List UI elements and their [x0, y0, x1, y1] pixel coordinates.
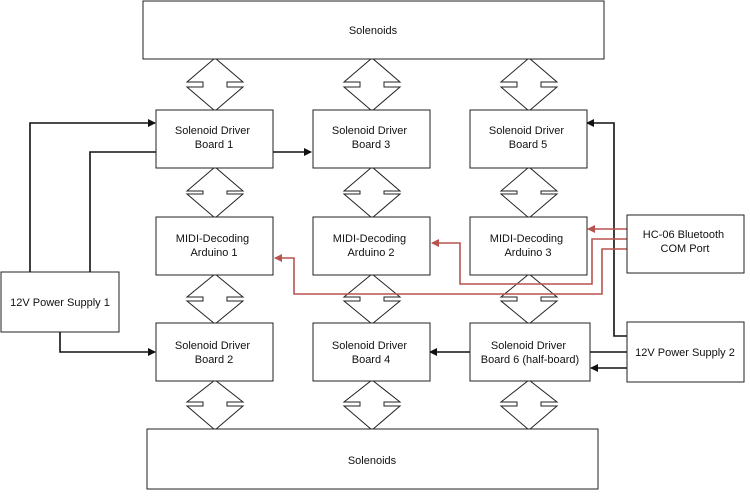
driver-board-5-box [469, 109, 588, 169]
driver-board-1-box [155, 109, 274, 169]
arduino-2-label: MIDI-Decoding Arduino 2 [333, 233, 409, 259]
power-supply-1-label: 12V Power Supply 1 [10, 297, 110, 309]
arduino-3-label: MIDI-Decoding Arduino 3 [490, 233, 566, 259]
block-arrow-col2-low [342, 273, 402, 325]
driver-board-4-label: Solenoid Driver Board 4 [332, 340, 410, 366]
data-bt-to-arduino2 [431, 238, 627, 285]
solenoids-bottom-box [146, 428, 599, 490]
block-arrow-col3-mid [499, 166, 559, 219]
block-arrow-col3-low [499, 273, 559, 325]
driver-board-3-box [312, 109, 431, 169]
solenoids-top-box [142, 0, 605, 60]
driver-board-2-box [155, 322, 274, 382]
solenoids-top-label: Solenoids [349, 25, 398, 37]
block-arrow-col2-top [342, 57, 402, 112]
data-bt-to-arduino1 [274, 248, 627, 295]
bluetooth-label: HC-06 Bluetooth COM Port [643, 229, 727, 255]
driver-board-2-label: Solenoid Driver Board 2 [175, 340, 253, 366]
block-arrow-col1-mid [185, 166, 245, 219]
block-arrow-col1-top [185, 57, 245, 112]
block-arrow-col2-mid [342, 166, 402, 219]
block-arrow-col1-bottom [185, 379, 245, 431]
driver-board-6-label: Solenoid Driver Board 6 (half-board) [481, 340, 579, 366]
driver-board-1-label: Solenoid Driver Board 1 [175, 125, 253, 151]
driver-board-5-label: Solenoid Driver Board 5 [489, 125, 567, 151]
block-arrow-col3-bottom [499, 379, 559, 431]
bluetooth-box [626, 214, 745, 274]
arduino-2-box [312, 216, 431, 276]
solenoids-bottom-label: Solenoids [348, 455, 397, 467]
arduino-1-box [155, 216, 274, 276]
driver-board-6-box [469, 322, 591, 382]
block-arrow-col1-low [185, 273, 245, 325]
arduino-1-label: MIDI-Decoding Arduino 1 [176, 233, 252, 259]
power-supply-1-box [0, 271, 120, 333]
block-arrow-col3-top [499, 57, 559, 112]
block-arrow-col2-bottom [342, 379, 402, 431]
power-supply-2-box [626, 321, 745, 383]
driver-board-4-box [312, 322, 431, 382]
wire-psu1-to-driver2 [59, 332, 156, 356]
power-supply-2-label: 12V Power Supply 2 [635, 347, 735, 359]
wire-psu1-to-driver1 [29, 119, 156, 273]
arduino-3-box [469, 216, 588, 276]
driver-board-3-label: Solenoid Driver Board 3 [332, 125, 410, 151]
